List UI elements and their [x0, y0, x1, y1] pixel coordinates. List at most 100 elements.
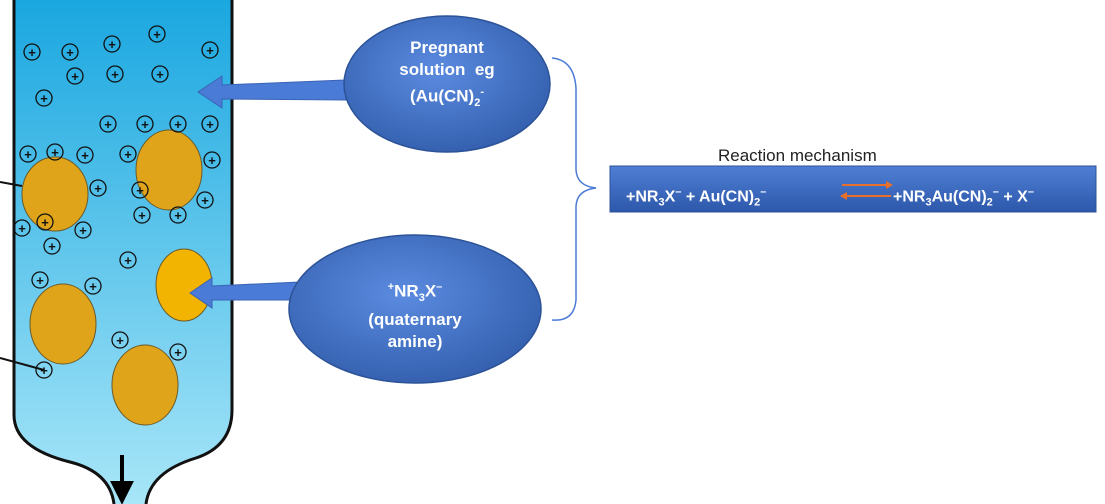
- positive-ion-ring: [103, 35, 121, 53]
- product-b: Au(CN): [931, 188, 987, 206]
- pregnant-solution-label: Pregnant solution eg (Au(CN)2-: [367, 37, 527, 114]
- amine-line1-tail-sup: –: [436, 281, 443, 293]
- positive-ion-symbol: +: [104, 117, 112, 132]
- positive-ion-symbol: +: [174, 208, 182, 223]
- positive-ion-symbol: +: [51, 145, 59, 160]
- positive-ion-ring: [76, 146, 94, 164]
- column-wall-left: [12, 0, 116, 504]
- connector-line: [0, 181, 23, 187]
- positive-ion-symbol: +: [136, 183, 144, 198]
- product-a: +NR: [893, 188, 926, 206]
- positive-ion-symbol: +: [138, 208, 146, 223]
- positive-ion-ring: [46, 143, 64, 161]
- positive-ion-ring: [148, 25, 166, 43]
- positive-ion-ring: [203, 151, 221, 169]
- reactant-c-sup: –: [760, 186, 767, 198]
- positive-ion-ring: [84, 277, 102, 295]
- positive-ion-ring: [119, 145, 137, 163]
- positive-ion-ring: [106, 65, 124, 83]
- reactant-b: X: [664, 188, 676, 206]
- positive-ion-symbol: +: [153, 27, 161, 42]
- amine-line2: (quaternary: [368, 310, 462, 330]
- positive-ion-ring: [201, 41, 219, 59]
- pregnant-line2: solution eg: [367, 59, 527, 81]
- positive-ion-ring: [36, 213, 54, 231]
- positive-ion-ring: [196, 191, 214, 209]
- reaction-banner: [609, 165, 1097, 213]
- positive-ion-ring: [35, 89, 53, 107]
- bracket: [551, 57, 597, 321]
- reactant-a: +NR: [626, 188, 659, 206]
- amine-line3: amine): [387, 332, 443, 352]
- positive-ion-ring: [133, 206, 151, 224]
- pointer-arrow-amine: [189, 277, 301, 309]
- reaction-mechanism-title: Reaction mechanism: [718, 146, 877, 165]
- positive-ion-symbol: +: [206, 43, 214, 58]
- positive-ion-symbol: +: [36, 273, 44, 288]
- positive-ion-symbol: +: [94, 181, 102, 196]
- resin-bead: [135, 129, 203, 211]
- pregnant-line3-sup: -: [480, 86, 484, 98]
- amine-line1-sub: 3: [418, 292, 425, 305]
- positive-ion-ring: [43, 237, 61, 255]
- positive-ion-ring: [136, 115, 154, 133]
- positive-ion-symbol: +: [111, 67, 119, 82]
- pregnant-line3-sub: 2: [474, 97, 481, 110]
- positive-ion-symbol: +: [156, 67, 164, 82]
- pregnant-line3: (Au(CN)2-: [367, 81, 527, 114]
- positive-ion-symbol: +: [79, 223, 87, 238]
- positive-ion-ring: [169, 206, 187, 224]
- positive-ion-ring: [169, 115, 187, 133]
- resin-bead: [111, 344, 179, 426]
- positive-ion-symbol: +: [28, 45, 36, 60]
- positive-ion-symbol: +: [174, 117, 182, 132]
- product-b-sub: 2: [986, 196, 993, 209]
- positive-ion-ring: [31, 271, 49, 289]
- positive-ion-symbol: +: [48, 239, 56, 254]
- positive-ion-symbol: +: [41, 215, 49, 230]
- amine-line1: +NR3X–: [335, 276, 495, 309]
- equilibrium-forward-head: [886, 181, 893, 189]
- product-c: + X: [998, 188, 1028, 206]
- resin-bead: [29, 283, 97, 365]
- positive-ion-symbol: +: [18, 221, 26, 236]
- positive-ion-symbol: +: [89, 279, 97, 294]
- resin-bead: [21, 156, 89, 232]
- column-wall-right: [144, 0, 234, 504]
- positive-ion-ring: [35, 361, 53, 379]
- quaternary-amine-label: +NR3X– (quaternary amine): [335, 276, 495, 353]
- positive-ion-ring: [151, 65, 169, 83]
- reactant-c-sub: 2: [754, 196, 761, 209]
- equation-reactants: +NR3X– + Au(CN)2–: [626, 186, 766, 209]
- reactant-c: + Au(CN): [681, 188, 755, 206]
- quaternary-amine-oval: [288, 234, 542, 384]
- positive-ion-symbol: +: [116, 333, 124, 348]
- positive-ion-symbol: +: [66, 45, 74, 60]
- positive-ion-symbol: +: [71, 69, 79, 84]
- pregnant-line1: Pregnant: [410, 38, 484, 57]
- reactant-a-sub: 3: [658, 196, 665, 209]
- positive-ion-symbol: +: [141, 117, 149, 132]
- pregnant-line3-text: (Au(CN): [410, 86, 475, 106]
- product-a-sub: 3: [925, 196, 932, 209]
- positive-ion-symbol: +: [81, 148, 89, 163]
- positive-ion-symbol: +: [24, 147, 32, 162]
- positive-ion-ring: [111, 331, 129, 349]
- positive-ion-symbol: +: [108, 37, 116, 52]
- positive-ion-ring: [119, 251, 137, 269]
- reactant-b-sup: –: [675, 186, 682, 198]
- positive-ion-ring: [13, 219, 31, 237]
- amine-line1-text: NR: [394, 281, 419, 301]
- positive-ion-symbol: +: [40, 363, 48, 378]
- positive-ion-ring: [201, 115, 219, 133]
- positive-ion-ring: [169, 343, 187, 361]
- positive-ion-symbol: +: [124, 253, 132, 268]
- equation-products: +NR3Au(CN)2– + X–: [893, 186, 1034, 209]
- positive-ion-ring: [66, 67, 84, 85]
- pregnant-line2-text: solution eg: [399, 60, 495, 79]
- pointer-arrow-pregnant: [197, 75, 347, 109]
- positive-ion-symbol: +: [208, 153, 216, 168]
- positive-ion-ring: [99, 115, 117, 133]
- amine-line1-tail: X: [424, 281, 437, 301]
- positive-ion-symbol: +: [206, 117, 214, 132]
